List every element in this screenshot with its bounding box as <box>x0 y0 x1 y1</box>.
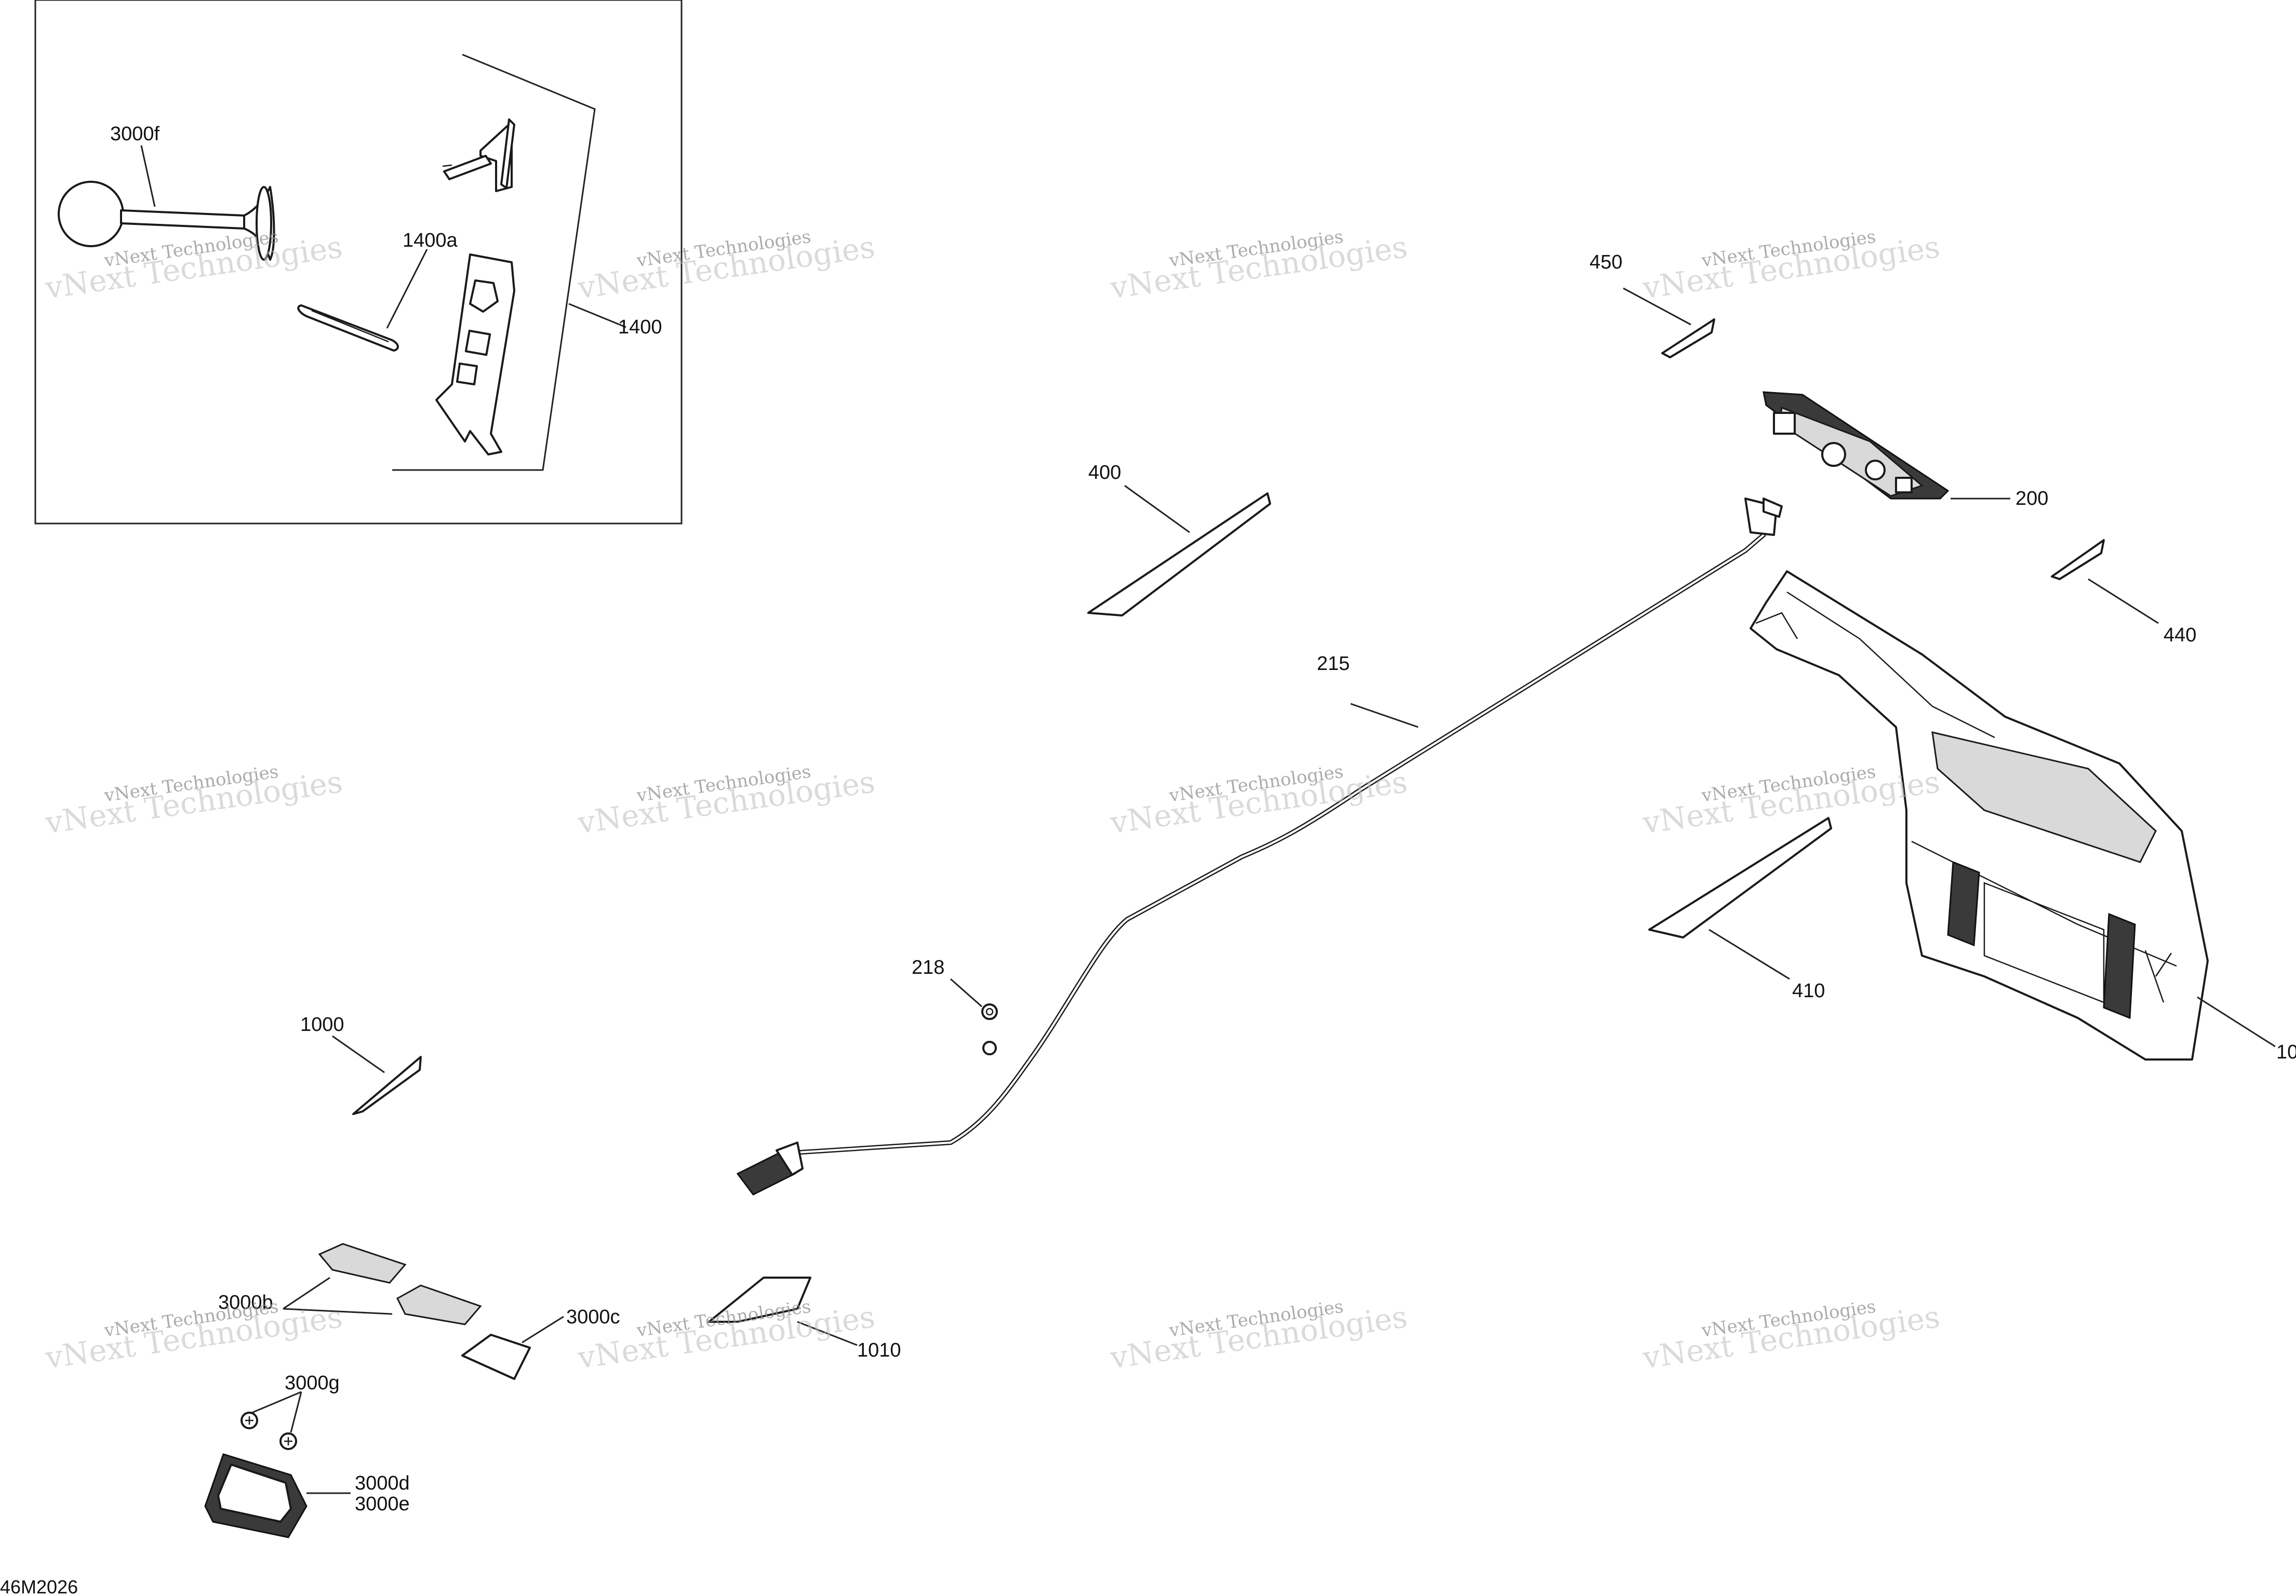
callout-3000b: 3000b <box>218 1292 273 1313</box>
leader-1010 <box>797 1321 858 1346</box>
leader-3000g-a <box>251 1391 302 1414</box>
grommet-218-part <box>981 1003 998 1055</box>
callout-1400: 1400 <box>618 316 662 338</box>
callout-410: 410 <box>1792 980 1825 1002</box>
watermark-r2c1: vNext Technologies vNext Technologies <box>43 761 344 841</box>
light-bar-part <box>1763 391 1950 500</box>
callout-218: 218 <box>912 957 944 978</box>
wire-harness-part <box>736 498 1783 1196</box>
watermark-r3c4: vNext Technologies vNext Technologies <box>1640 1296 1942 1376</box>
callout-3000c: 3000c <box>566 1306 620 1328</box>
callout-200: 200 <box>2015 488 2048 509</box>
leader-3000g-b <box>290 1391 302 1433</box>
watermark-r2c2: vNext Technologies vNext Technologies <box>575 761 877 841</box>
callout-1400a: 1400a <box>403 230 458 251</box>
frame-3000d-part <box>204 1453 308 1538</box>
leader-3000f <box>140 145 156 207</box>
figure-code: 46M2026 <box>0 1576 78 1596</box>
callout-450: 450 <box>1590 251 1622 273</box>
leader-3000b-a <box>283 1277 330 1310</box>
leader-400 <box>1124 485 1190 533</box>
pad-3000c-part <box>461 1334 531 1380</box>
wrench-part <box>435 253 515 455</box>
leader-1400a <box>386 249 428 329</box>
watermark-r2c4: vNext Technologies vNext Technologies <box>1640 761 1942 841</box>
leader-440 <box>2088 578 2159 624</box>
decal-410-part <box>1648 817 1832 938</box>
callout-440: 440 <box>2164 624 2196 646</box>
decal-1010-part <box>708 1277 811 1323</box>
decal-1000-part <box>352 1056 422 1115</box>
callout-400: 400 <box>1088 462 1121 484</box>
decal-450-part <box>1661 318 1715 358</box>
kit-bracket-line <box>392 53 596 471</box>
horn-part <box>58 181 275 261</box>
callout-3000e: 3000e <box>355 1493 410 1515</box>
leader-10 <box>2197 996 2276 1048</box>
watermark-r3c2: vNext Technologies vNext Technologies <box>575 1296 877 1376</box>
decal-400-part <box>1087 492 1271 616</box>
watermark-r2c3: vNext Technologies vNext Technologies <box>1107 761 1409 841</box>
leader-1400 <box>568 303 626 328</box>
callout-215: 215 <box>1317 653 1350 675</box>
decal-440-part <box>2051 539 2105 580</box>
callout-1010: 1010 <box>857 1339 901 1361</box>
callout-10: 10 <box>2276 1041 2296 1063</box>
leader-450 <box>1623 287 1691 326</box>
rear-panel-part <box>1750 570 2209 1061</box>
leader-3000b-b <box>283 1308 393 1315</box>
pin-tool-part <box>442 118 515 192</box>
leader-218 <box>950 978 982 1008</box>
callout-3000d: 3000d <box>355 1472 410 1494</box>
watermark-r1c3: vNext Technologies vNext Technologies <box>1107 226 1409 306</box>
watermark-r1c2: vNext Technologies vNext Technologies <box>575 226 877 306</box>
leader-1000 <box>332 1035 385 1074</box>
screws-3000g-part <box>241 1412 297 1450</box>
callout-3000f: 3000f <box>110 123 160 145</box>
callout-1000: 1000 <box>300 1014 344 1036</box>
callout-3000g: 3000g <box>285 1372 340 1394</box>
watermark-r1c4: vNext Technologies vNext Technologies <box>1640 226 1942 306</box>
leader-3000c <box>522 1316 564 1344</box>
watermark-r3c3: vNext Technologies vNext Technologies <box>1107 1296 1409 1376</box>
pad-3000b-part <box>318 1243 482 1325</box>
leader-215 <box>1350 703 1419 728</box>
leader-410 <box>1708 929 1790 980</box>
watermark-r3c1: vNext Technologies vNext Technologies <box>43 1296 344 1376</box>
inset-frame <box>34 0 683 525</box>
strap-part <box>297 304 399 352</box>
